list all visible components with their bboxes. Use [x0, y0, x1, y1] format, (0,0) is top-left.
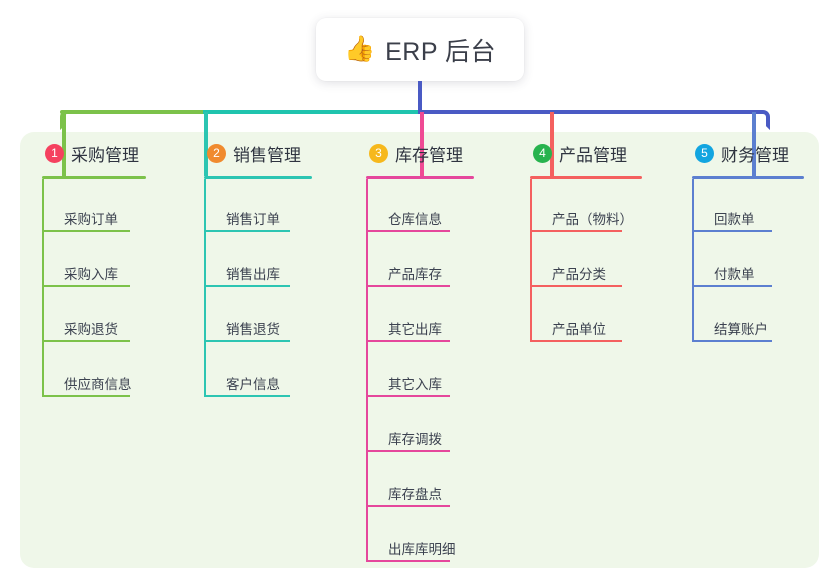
menu-item-label: 产品分类	[552, 267, 606, 282]
menu-item-label: 出库库明细	[388, 542, 456, 557]
menu-item-rule	[204, 285, 290, 287]
menu-item-rule	[692, 230, 772, 232]
column-header-3[interactable]: 3 库存管理	[366, 140, 463, 166]
connector-drop-1	[62, 112, 66, 176]
column-5: 5 财务管理回款单付款单结算账户	[692, 140, 804, 342]
thumbs-up-icon: 👍	[343, 35, 376, 63]
menu-item-label: 采购退货	[64, 322, 118, 337]
column-header-1[interactable]: 1 采购管理	[42, 140, 139, 166]
menu-item-rule	[692, 340, 772, 342]
menu-item-label: 其它出库	[388, 322, 442, 337]
menu-item-label: 销售退货	[226, 322, 280, 337]
connector-drop-4	[550, 112, 554, 176]
menu-item-rule	[692, 285, 772, 287]
connector-drop-3	[420, 112, 424, 176]
column-badge-3: 3	[369, 143, 388, 163]
menu-item-rule	[366, 395, 450, 397]
menu-item-rule	[366, 505, 450, 507]
menu-item-label: 产品（物料）	[552, 212, 633, 227]
menu-item-rule	[204, 340, 290, 342]
column-title-4: 产品管理	[559, 145, 627, 165]
column-header-4[interactable]: 4 产品管理	[530, 140, 627, 166]
menu-item-label: 产品库存	[388, 267, 442, 282]
menu-item-label: 其它入库	[388, 377, 442, 392]
column-2: 2 销售管理销售订单销售出库销售退货客户信息	[204, 140, 312, 397]
menu-item-label: 结算账户	[714, 322, 768, 337]
column-spine-3	[366, 179, 368, 560]
menu-item-rule	[42, 395, 130, 397]
menu-item-label: 采购订单	[64, 212, 118, 227]
menu-item-rule	[42, 285, 130, 287]
menu-item-rule	[366, 560, 450, 562]
menu-item-rule	[204, 395, 290, 397]
menu-item-rule	[42, 340, 130, 342]
menu-item-rule	[366, 230, 450, 232]
column-spine-1	[42, 179, 44, 395]
column-header-rule-5	[692, 176, 804, 179]
column-spine-5	[692, 179, 694, 340]
column-header-rule-3	[366, 176, 474, 179]
column-header-5[interactable]: 5 财务管理	[692, 140, 789, 166]
menu-item-label: 采购入库	[64, 267, 118, 282]
column-title-1: 采购管理	[71, 145, 139, 165]
column-3: 3 库存管理仓库信息产品库存其它出库其它入库库存调拨库存盘点出库库明细	[366, 140, 474, 562]
column-badge-4: 4	[533, 143, 552, 163]
menu-item-label: 产品单位	[552, 322, 606, 337]
column-badge-2: 2	[207, 143, 226, 163]
menu-item-rule	[530, 230, 622, 232]
root-node-label: ERP 后台	[385, 37, 497, 66]
menu-item-rule	[366, 450, 450, 452]
column-4: 4 产品管理产品（物料） 产品分类产品单位	[530, 140, 642, 342]
column-1: 1 采购管理采购订单采购入库采购退货供应商信息	[42, 140, 146, 397]
menu-item-rule	[204, 230, 290, 232]
menu-item-rule	[42, 230, 130, 232]
menu-item-rule	[366, 340, 450, 342]
menu-item-label: 客户信息	[226, 377, 280, 392]
menu-item-label: 供应商信息	[64, 377, 132, 392]
column-header-rule-2	[204, 176, 312, 179]
connector-drop-5	[752, 112, 756, 176]
column-badge-1: 1	[45, 143, 64, 163]
column-header-rule-4	[530, 176, 642, 179]
connector-drop-2	[204, 112, 208, 176]
menu-item-label: 付款单	[714, 267, 755, 282]
column-badge-5: 5	[695, 143, 714, 163]
menu-item-label: 库存盘点	[388, 487, 442, 502]
column-header-2[interactable]: 2 销售管理	[204, 140, 301, 166]
connector-bar-left-green	[60, 110, 205, 114]
column-title-5: 财务管理	[721, 145, 789, 165]
connector-corner-right	[750, 110, 770, 130]
root-node-erp-backend[interactable]: 👍 ERP 后台	[316, 18, 524, 81]
column-spine-4	[530, 179, 532, 340]
connector-trunk	[418, 81, 422, 112]
menu-item-rule	[530, 340, 622, 342]
diagram-panel	[20, 132, 819, 568]
menu-item-label: 库存调拨	[388, 432, 442, 447]
menu-item-label: 销售订单	[226, 212, 280, 227]
connector-bar-middle-teal	[203, 110, 420, 114]
column-title-3: 库存管理	[395, 145, 463, 165]
menu-item-label: 回款单	[714, 212, 755, 227]
connector-bar-right-blue	[418, 110, 762, 114]
menu-item-rule	[530, 285, 622, 287]
menu-item-label: 销售出库	[226, 267, 280, 282]
menu-item-label: 仓库信息	[388, 212, 442, 227]
column-header-rule-1	[42, 176, 146, 179]
column-spine-2	[204, 179, 206, 395]
menu-item-rule	[366, 285, 450, 287]
column-title-2: 销售管理	[233, 145, 301, 165]
